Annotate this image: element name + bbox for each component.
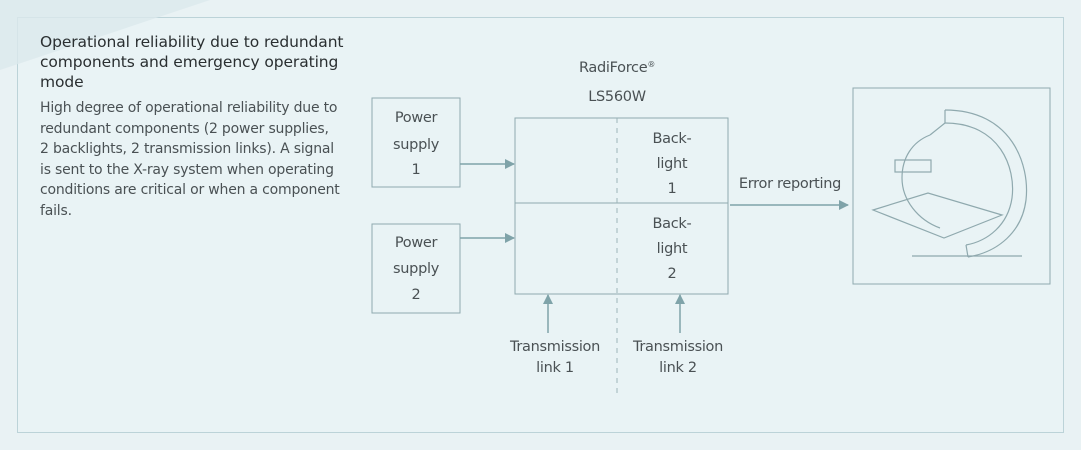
transmission-link-1-line-1: Transmission <box>509 339 600 355</box>
section-description: High degree of operational reliability d… <box>40 100 340 219</box>
x-ray-c-arm-icon <box>871 109 1028 258</box>
power-supply-1-line-1: Power <box>395 110 438 126</box>
transmission-link-1-line-2: link 1 <box>536 360 574 376</box>
power-supply-2-line-2: supply <box>393 261 440 277</box>
power-supply-2-line-1: Power <box>395 235 438 251</box>
monitor-model-label: LS560W <box>588 89 646 105</box>
xray-system-box <box>852 87 1051 285</box>
content-panel <box>17 17 1064 433</box>
backlight-1-line-2: light <box>657 156 688 172</box>
power-supply-1-box: Power supply 1 <box>371 97 461 188</box>
power-supply-2-line-3: 2 <box>412 287 421 303</box>
power-supply-1-line-2: supply <box>393 137 440 153</box>
monitor-brand-label: RadiForce® <box>579 60 655 76</box>
backlight-2-line-3: 2 <box>668 266 677 282</box>
error-reporting-label: Error reporting <box>739 176 841 192</box>
corner-decoration <box>0 0 210 70</box>
backlight-2-line-2: light <box>657 241 688 257</box>
transmission-link-2-line-1: Transmission <box>632 339 723 355</box>
backlight-1-line-3: 1 <box>668 181 677 197</box>
backlight-2-line-1: Back- <box>653 216 692 232</box>
power-supply-2-box: Power supply 2 <box>371 223 461 314</box>
section-heading: Operational reliability due to redundant… <box>40 33 344 91</box>
monitor-box <box>514 117 729 295</box>
backlight-1-line-1: Back- <box>653 131 692 147</box>
power-supply-1-line-3: 1 <box>412 162 421 178</box>
transmission-link-2-line-2: link 2 <box>659 360 697 376</box>
